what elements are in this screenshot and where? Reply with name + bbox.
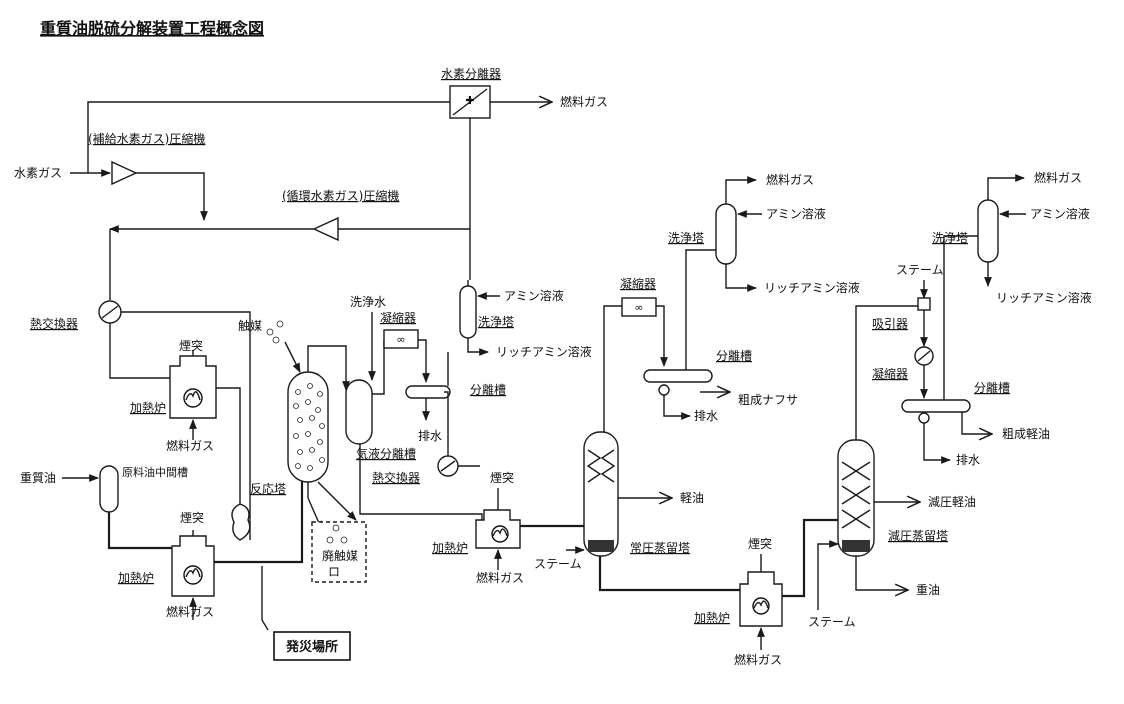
fire-symbol (231, 503, 251, 541)
atm-heater-label: 加熱炉 (432, 541, 468, 555)
upper-smokestack-label: 煙突 (179, 338, 203, 353)
upper-fuel-gas-label: 燃料ガス (166, 438, 214, 453)
svg-text:∞: ∞ (634, 301, 643, 314)
svg-text:ロ: ロ (328, 565, 340, 579)
vacuum-separator (901, 399, 971, 413)
hydrogen-separator-label: 水素分離器 (441, 67, 501, 81)
atm-heater (475, 509, 521, 549)
vacuum-fuel-gas-label: 燃料ガス (734, 652, 782, 667)
atm-fuel-gas-top-label: 燃料ガス (766, 172, 814, 187)
reactor-label: 反応塔 (250, 482, 286, 496)
hydrogen-separator: ✚ (449, 85, 491, 119)
mid-condenser (383, 329, 419, 349)
reactor (287, 371, 329, 483)
atm-scrubber-label: 洗浄塔 (668, 231, 704, 245)
wash-water-label: 洗浄水 (350, 295, 386, 309)
recycle-compressor-symbol (312, 216, 339, 242)
atm-steam-label: ステーム (534, 557, 582, 571)
vacuum-scrubber (977, 199, 999, 263)
svg-text:✚: ✚ (465, 94, 474, 107)
fuel-gas-label-top: 燃料ガス (560, 94, 608, 109)
atm-scrubber (715, 203, 737, 265)
ejector-label: 吸引器 (872, 317, 908, 331)
ejector-steam-label: ステーム (896, 263, 944, 277)
naphtha-separator-label: 分離槽 (716, 349, 752, 363)
feed-tank-label: 原料油中間槽 (122, 465, 188, 479)
upper-heater (169, 350, 217, 419)
vacuum-smokestack-label: 煙突 (748, 536, 772, 551)
vacuum-scrubber-label: 洗浄塔 (932, 231, 968, 245)
mid-scrubber-label: 洗浄塔 (478, 315, 514, 329)
spent-catalyst-label: 廃触媒 (322, 548, 358, 563)
crude-light-oil-label: 粗成軽油 (1002, 427, 1050, 441)
atm-distillation-label: 常圧蒸留塔 (630, 541, 690, 555)
naphtha-drain-label: 排水 (694, 409, 718, 423)
makeup-compressor-label: (補給水素ガス)圧縮機 (88, 131, 205, 146)
heavy-oil-label: 重質油 (20, 470, 56, 485)
vacuum-light-oil-label: 減圧軽油 (928, 494, 976, 509)
mid-drain-separator (405, 385, 451, 399)
vacuum-heater (739, 571, 783, 627)
naphtha-separator (643, 369, 713, 383)
mid-condenser-label: 凝縮器 (380, 310, 416, 325)
vacuum-separator-label: 分離槽 (974, 381, 1010, 395)
lower-smokestack-label: 煙突 (180, 510, 204, 525)
lower-heater (171, 535, 215, 597)
heavy-oil-product-label: 重油 (916, 583, 940, 597)
vacuum-drain-label: 排水 (956, 453, 980, 467)
vacuum-distillation-label: 減圧蒸留塔 (888, 528, 948, 543)
left-heat-exchanger-label: 熱交換器 (30, 316, 78, 331)
vacuum-amine-label: アミン溶液 (1030, 206, 1090, 221)
lower-heater-label: 加熱炉 (118, 571, 154, 585)
catalyst-label: 触媒 (238, 319, 262, 333)
atm-rich-amine-label: リッチアミン溶液 (764, 280, 860, 295)
hydrogen-gas-label: 水素ガス (14, 166, 62, 180)
vacuum-condenser-label: 凝縮器 (872, 366, 908, 381)
ejector (917, 297, 931, 311)
mid-heat-exchanger-label: 熱交換器 (372, 470, 420, 485)
vacuum-steam-label: ステーム (808, 615, 856, 629)
top-condenser (621, 297, 657, 317)
vacuum-rich-amine-label: リッチアミン溶液 (996, 290, 1092, 305)
svg-text:∞: ∞ (396, 333, 405, 346)
mid-scrubber (459, 285, 477, 339)
atm-distillation-column (583, 431, 619, 557)
mid-rich-amine-label: リッチアミン溶液 (496, 344, 592, 359)
atm-smokestack-label: 煙突 (490, 470, 514, 485)
light-oil-label: 軽油 (680, 491, 704, 505)
upper-heater-label: 加熱炉 (130, 401, 166, 415)
makeup-compressor-symbol (111, 160, 138, 186)
diagram-title: 重質油脱硫分解装置工程概念図 (40, 19, 264, 38)
gas-liquid-separator-label: 気液分離槽 (356, 446, 416, 461)
spent-catalyst-box (311, 521, 367, 583)
mid-separator-drum-label: 分離槽 (470, 383, 506, 397)
recycle-compressor-label: (循環水素ガス)圧縮機 (282, 188, 399, 203)
crude-naphtha-label: 粗成ナフサ (738, 393, 798, 407)
top-condenser-label: 凝縮器 (620, 276, 656, 291)
feed-tank (99, 465, 119, 513)
lower-fuel-gas-label: 燃料ガス (166, 604, 214, 619)
mid-amine-label: アミン溶液 (504, 288, 564, 303)
gas-liquid-separator (345, 379, 373, 445)
vacuum-distillation-column (837, 439, 875, 557)
vacuum-fuel-gas-top-label: 燃料ガス (1034, 170, 1082, 185)
mid-drain-water-label: 排水 (418, 429, 442, 443)
atm-amine-label: アミン溶液 (766, 206, 826, 221)
atm-fuel-gas-label: 燃料ガス (476, 570, 524, 585)
disaster-site-box (273, 631, 351, 661)
vacuum-heater-label: 加熱炉 (694, 611, 730, 625)
disaster-site-label: 発災場所 (285, 639, 338, 655)
